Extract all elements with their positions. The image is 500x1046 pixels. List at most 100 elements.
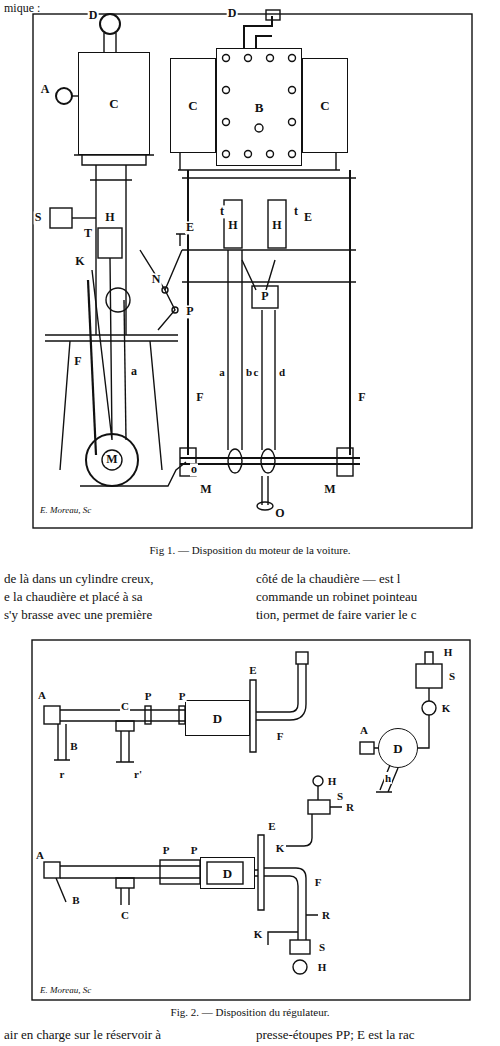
regulator-section xyxy=(290,868,306,940)
part-letter: H xyxy=(104,211,115,224)
engine-side-view xyxy=(140,250,182,330)
engine-front-view xyxy=(257,502,273,510)
engine-front-view xyxy=(289,119,296,126)
engine-front-view xyxy=(180,458,360,464)
regulator-section xyxy=(290,940,310,954)
regulator-plan xyxy=(145,706,151,724)
part-outline: D xyxy=(378,728,418,768)
regulator-section xyxy=(258,835,264,910)
engine-front-view xyxy=(261,449,275,473)
part-letter: K xyxy=(74,255,85,268)
engine-side-view xyxy=(88,280,96,455)
regulator-end-view xyxy=(360,652,442,792)
regulator-section xyxy=(293,960,307,974)
regulator-plan xyxy=(290,664,306,720)
part-letter: H xyxy=(327,775,338,787)
part-letter: P xyxy=(178,690,187,702)
engine-front-view xyxy=(267,55,274,62)
engine-side-view xyxy=(74,155,154,165)
engine-side-view xyxy=(72,217,96,218)
engine-front-view xyxy=(223,119,230,126)
engine-front-view xyxy=(182,178,356,282)
part-letter: B xyxy=(71,894,80,906)
text-fragment: air en charge sur le réservoir à xyxy=(4,1028,161,1042)
part-letter: C xyxy=(319,99,330,112)
engine-side-view xyxy=(172,307,178,313)
regulator-plan xyxy=(308,800,330,814)
engine-front-view xyxy=(178,153,340,170)
part-letter: E xyxy=(248,664,257,676)
part-letter: P xyxy=(162,844,171,856)
engine-front-view xyxy=(242,260,275,290)
engine-side-view xyxy=(162,287,168,293)
engine-front-view xyxy=(337,448,353,476)
part-letter: D xyxy=(392,742,403,755)
regulator-plan xyxy=(286,807,342,846)
text-fragment: e la chaudière et placé à sa xyxy=(4,590,143,604)
regulator-section xyxy=(44,862,60,878)
part-letter: S xyxy=(448,670,456,682)
engine-front-view xyxy=(245,55,252,62)
part-letter: H xyxy=(227,219,238,232)
regulator-end-view xyxy=(418,688,429,748)
part-letter: F xyxy=(195,391,204,404)
engine-side-view xyxy=(124,300,126,440)
regulator-plan xyxy=(250,680,256,752)
engine-front-view xyxy=(228,250,275,450)
engine-front-view xyxy=(224,200,242,248)
part-letter: E xyxy=(185,221,195,234)
part-letter: E xyxy=(303,211,313,224)
part-letter: C xyxy=(108,97,119,110)
part-letter: A xyxy=(40,83,51,96)
part-letter: M xyxy=(323,483,336,496)
engine-front-view xyxy=(223,55,296,158)
engine-side-view xyxy=(102,450,122,470)
regulator-section xyxy=(121,888,129,905)
part-letter: E xyxy=(267,820,276,832)
figure-caption: mique : xyxy=(4,2,40,15)
part-letter: F xyxy=(276,730,285,742)
part-letter: H xyxy=(271,219,282,232)
part-letter: F xyxy=(314,876,323,888)
part-letter: t xyxy=(219,205,225,218)
regulator-section xyxy=(264,868,296,876)
part-letter: F xyxy=(73,355,82,368)
regulator-plan xyxy=(44,652,342,846)
part-letter: N xyxy=(151,273,162,286)
part-letter: H xyxy=(317,961,328,973)
engine-side-view xyxy=(45,335,178,341)
engine-front-view xyxy=(228,449,242,473)
text-fragment: E. Moreau, Sc xyxy=(40,506,91,516)
part-letter: S xyxy=(336,790,344,802)
engine-front-view xyxy=(223,87,230,94)
part-letter: M xyxy=(105,453,118,466)
text-fragment: E. Moreau, Sc xyxy=(40,986,91,996)
part-outline: D xyxy=(200,857,255,889)
part-letter: h xyxy=(384,772,392,784)
engine-front-view xyxy=(178,10,360,510)
part-letter: A xyxy=(35,849,45,861)
engine-front-view xyxy=(289,151,296,158)
engine-front-view xyxy=(289,55,296,62)
engine-side-view xyxy=(86,434,138,486)
part-letter: R xyxy=(345,801,355,813)
figure-caption: Fig. 2. — Disposition du régulateur. xyxy=(171,1006,330,1018)
part-letter: K xyxy=(253,928,264,940)
part-letter: B xyxy=(254,101,265,114)
engine-front-view xyxy=(267,151,274,158)
part-outline: C xyxy=(302,58,348,153)
engine-side-view xyxy=(104,33,116,52)
figure-frame xyxy=(32,640,470,1000)
text-fragment: s'y brasse avec une première xyxy=(4,608,152,622)
text-fragment: de là dans un cylindre creux, xyxy=(4,572,153,586)
regulator-end-view xyxy=(422,701,436,715)
part-letter: O xyxy=(274,507,285,520)
engine-front-view xyxy=(255,124,263,132)
part-outline: B xyxy=(216,48,302,166)
part-letter: D xyxy=(227,7,238,20)
text-fragment: commande un robinet pointeau xyxy=(256,590,417,604)
part-letter: c xyxy=(253,366,260,378)
regulator-plan xyxy=(116,731,134,762)
part-letter: A xyxy=(37,689,47,701)
